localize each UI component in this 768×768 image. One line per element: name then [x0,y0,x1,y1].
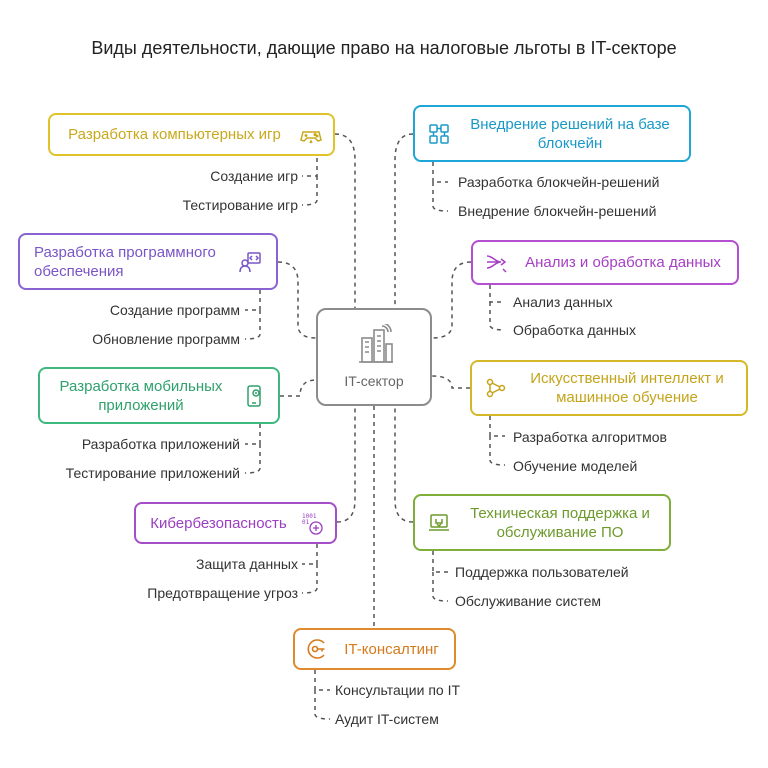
blocks-icon [429,123,449,144]
smartphone-icon [247,384,261,407]
sub-item-security-1: Предотвращение угроз [147,585,298,601]
sub-item-mobile-1: Тестирование приложений [65,465,240,481]
sub-item-games-1: Тестирование игр [182,197,298,213]
connector-software [277,261,317,339]
connector-security [336,406,356,523]
sub-item-data-1: Обработка данных [513,322,636,338]
sub-item-consulting-1: Аудит IT-систем [335,711,439,727]
sub-item-blockchain-0: Разработка блокчейн-решений [458,174,660,190]
connector-ai [431,375,470,389]
sub-item-data-0: Анализ данных [513,294,613,310]
sub-item-support-0: Поддержка пользователей [455,564,629,580]
sub-item-games-0: Создание игр [210,168,298,184]
sub-item-support-1: Обслуживание систем [455,593,602,609]
diagram-title: Виды деятельности, дающие право на налог… [91,38,677,58]
developer-icon [239,251,261,272]
sub-item-blockchain-1: Внедрение блокчейн-решений [458,203,657,219]
category-mobile: Разработка мобильных приложений [38,367,280,424]
center-label: IT-сектор [344,373,404,389]
category-data: Анализ и обработка данных [471,240,739,285]
connector-data [431,261,472,339]
center-node: IT-сектор [316,308,432,406]
svg-text:1001: 1001 [302,513,317,520]
category-software: Разработка программного обеспечения [18,233,278,290]
svg-text:01: 01 [302,519,310,526]
connector-games [334,133,356,308]
category-consulting: IT-консалтинг [293,628,456,670]
city-buildings-icon [359,324,393,363]
data-flow-icon [486,254,507,273]
category-blockchain: Внедрение решений на базе блокчейн [413,105,691,162]
connector-mobile [280,379,317,397]
sub-item-ai-0: Разработка алгоритмов [513,429,667,445]
sub-item-mobile-0: Разработка приложений [81,436,240,452]
category-support: Техническая поддержка и обслуживание ПО [413,494,671,551]
category-ai: Искусственный интеллект и машинное обуче… [470,360,748,416]
sub-item-software-1: Обновление программ [92,331,240,347]
binary-shield-icon: 1001 01 [302,513,323,535]
category-games: Разработка компьютерных игр [48,113,335,156]
sub-item-ai-1: Обучение моделей [513,458,638,474]
sub-item-consulting-0: Консультации по IT [335,682,461,698]
laptop-support-icon [429,513,449,531]
key-circle-icon [307,639,325,659]
connector-blockchain [394,133,414,308]
sub-item-software-0: Создание программ [109,302,240,318]
category-security: Кибербезопасность 1001 01 [134,502,337,544]
ai-network-icon [486,378,506,398]
sub-item-security-0: Защита данных [196,556,298,572]
connector-support [394,406,414,523]
gamepad-icon [300,130,322,143]
